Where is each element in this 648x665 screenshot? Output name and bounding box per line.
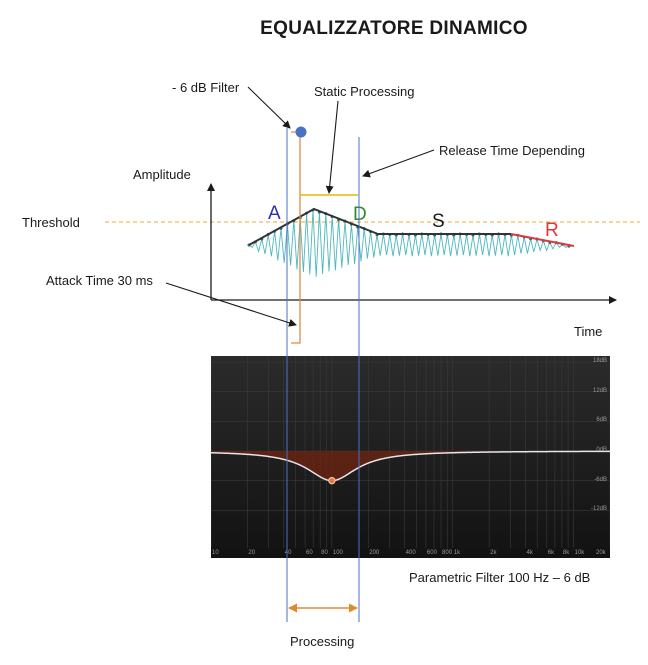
filter-marker-label: - 6 dB Filter bbox=[172, 80, 240, 95]
threshold-label: Threshold bbox=[22, 215, 80, 230]
page-title: EQUALIZZATORE DINAMICO bbox=[260, 18, 528, 39]
eq-cut-area bbox=[211, 451, 610, 481]
eq-gain-tick: -6dB bbox=[594, 476, 607, 483]
eq-gain-tick: 18dB bbox=[592, 358, 607, 364]
eq-frequency-tick: 40 bbox=[284, 550, 292, 556]
filter-marker-dot[interactable] bbox=[295, 126, 307, 138]
eq-frequency-tick: 60 bbox=[306, 550, 313, 556]
time-axis-label: Time bbox=[574, 324, 603, 339]
release-time-arrow bbox=[362, 149, 435, 178]
phase-letter-decay: D bbox=[353, 204, 367, 225]
eq-frequency-tick: 400 bbox=[405, 550, 416, 556]
waveform-trace bbox=[248, 209, 573, 277]
eq-frequency-tick: 10k bbox=[574, 550, 585, 556]
eq-gain-tick: 0dB bbox=[596, 447, 607, 453]
static-processing-label: Static Processing bbox=[314, 84, 415, 99]
attack-decay-envelope bbox=[248, 207, 379, 246]
eq-frequency-tick: 20k bbox=[596, 550, 606, 556]
eq-filter-node[interactable] bbox=[328, 476, 336, 485]
eq-gain-tick: -12dB bbox=[590, 506, 607, 513]
eq-frequency-tick: 10 bbox=[212, 550, 219, 556]
attack-time-arrow bbox=[165, 282, 297, 327]
phase-letter-release: R bbox=[545, 220, 559, 241]
static-processing-arrow bbox=[325, 100, 339, 194]
eq-gain-tick: 12dB bbox=[592, 387, 607, 394]
filter-marker-arrow bbox=[247, 86, 291, 129]
eq-frequency-tick: 6k bbox=[547, 550, 555, 556]
parametric-eq-display: 18dB 12dB 6dB 0dB -6dB -12dB 10 20 40 60 80 100 200… bbox=[211, 356, 610, 558]
phase-letter-sustain: S bbox=[432, 211, 445, 232]
eq-frequency-tick: 80 bbox=[321, 550, 328, 556]
eq-frequency-tick: 1k bbox=[453, 550, 461, 556]
attack-time-label: Attack Time 30 ms bbox=[46, 273, 153, 288]
eq-frequency-tick: 800 bbox=[442, 550, 453, 556]
phase-letter-attack: A bbox=[268, 203, 281, 224]
release-time-label: Release Time Depending bbox=[439, 143, 585, 158]
eq-frequency-tick: 20 bbox=[248, 550, 256, 556]
eq-frequency-tick: 8k bbox=[562, 550, 570, 556]
eq-frequency-tick: 100 bbox=[332, 550, 343, 556]
eq-frequency-tick: 200 bbox=[369, 550, 380, 556]
parametric-filter-label: Parametric Filter 100 Hz – 6 dB bbox=[409, 570, 591, 585]
release-envelope bbox=[510, 233, 575, 247]
eq-graph bbox=[211, 356, 610, 548]
amplitude-label: Amplitude bbox=[133, 167, 191, 182]
eq-gain-tick: 6dB bbox=[596, 417, 607, 424]
eq-frequency-tick: 600 bbox=[426, 550, 437, 556]
eq-frequency-tick: 2k bbox=[490, 550, 497, 556]
processing-label: Processing bbox=[290, 634, 355, 649]
eq-frequency-tick: 4k bbox=[526, 550, 533, 556]
eq-response-curve bbox=[211, 450, 610, 482]
